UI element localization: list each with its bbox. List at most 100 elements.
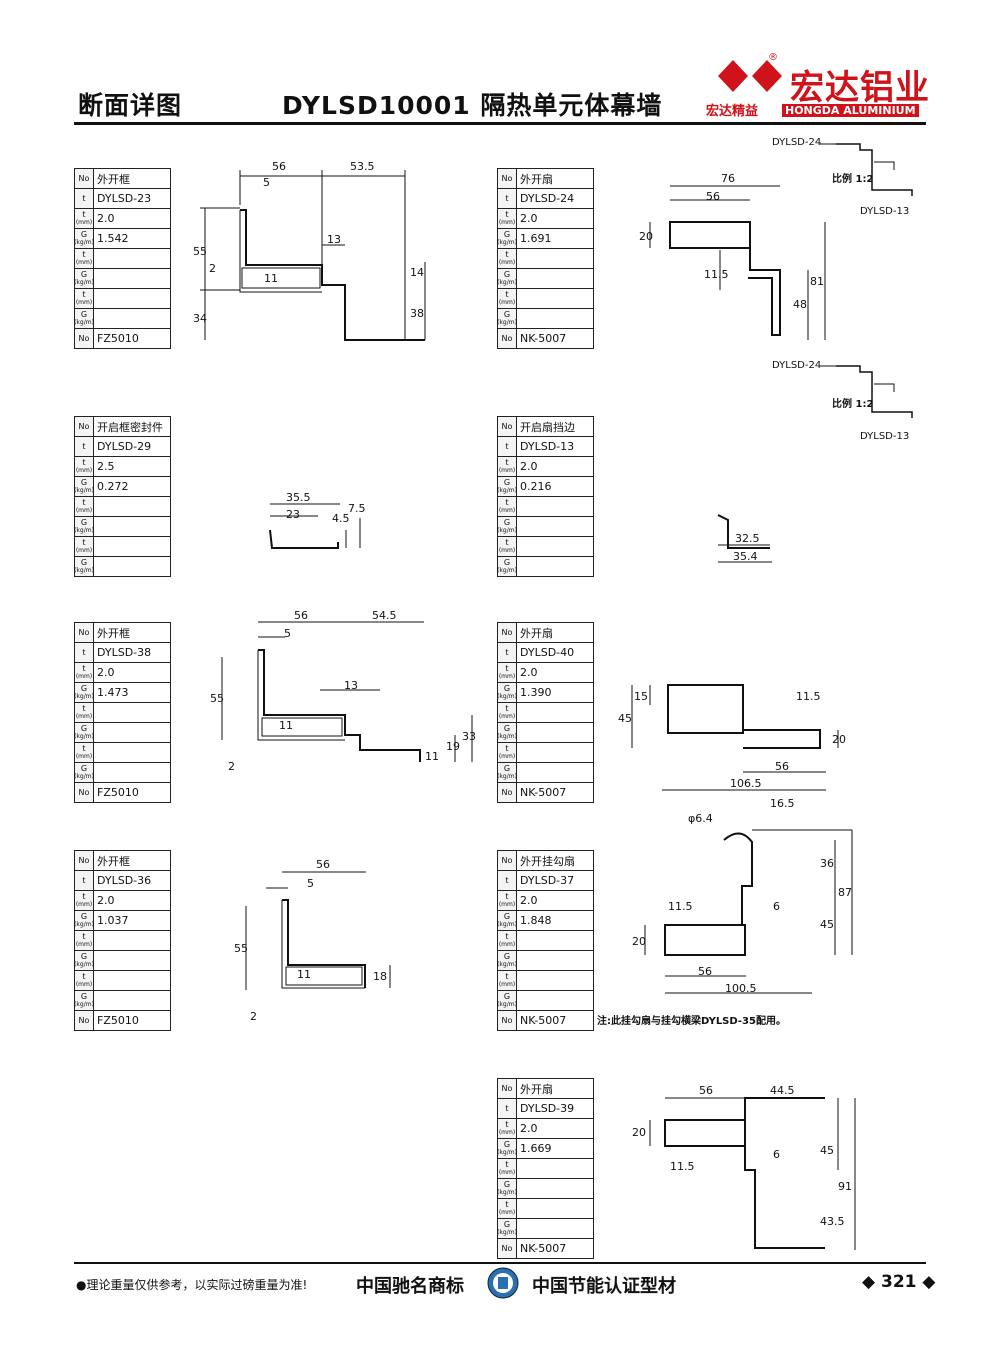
weight-icon: G(kg/m) [74, 683, 94, 702]
empty-icon: G(kg/m) [74, 557, 94, 576]
dimension-label: 2 [228, 760, 235, 773]
empty-icon: G(kg/m) [74, 269, 94, 288]
dimension-label: 76 [721, 172, 735, 185]
empty-icon: G(kg/m) [74, 723, 94, 742]
dimension-label: 6 [773, 1148, 780, 1161]
page-number: ◆ 321 ◆ [862, 1272, 936, 1292]
dimension-label: 45 [820, 1144, 834, 1157]
thickness-icon: t(mm) [75, 457, 94, 476]
dimension-label: 18 [373, 970, 387, 983]
empty-icon: t(mm) [75, 289, 94, 308]
dimension-label: 2 [250, 1010, 257, 1023]
spec-thickness: 2.5 [97, 460, 115, 473]
dimension-label: 2 [209, 262, 216, 275]
empty-icon: G(kg/m) [497, 517, 517, 536]
dimension-label: 13 [344, 679, 358, 692]
dimension-label: 35.4 [733, 550, 758, 563]
dimension-label: 56 [706, 190, 720, 203]
dimension-label: 44.5 [770, 1084, 795, 1097]
callout-detail-bottom [820, 365, 913, 418]
logo-english: HONGDA ALUMINIUM [782, 104, 919, 117]
profile-drawing-dylsd-29 [269, 503, 361, 549]
name-icon: No [498, 417, 517, 436]
empty-icon: G(kg/m) [497, 557, 517, 576]
weight-icon: G(kg/m) [497, 911, 517, 930]
model-icon: No [498, 783, 517, 802]
dimension-label: 56 [698, 965, 712, 978]
dimension-label: 100.5 [725, 982, 757, 995]
spec-thickness: 2.0 [520, 212, 538, 225]
spec-weight: 1.848 [520, 914, 552, 927]
callout-scale-2: 比例 1:2 [832, 399, 874, 410]
name-icon: No [498, 169, 517, 188]
callout-label-d13: DYLSD-13 [860, 206, 910, 217]
spec-code: DYLSD-39 [520, 1102, 575, 1115]
spec-name: 外开扇 [520, 172, 553, 186]
spec-name: 外开框 [97, 854, 130, 868]
empty-icon: G(kg/m) [497, 763, 517, 782]
thickness-icon: t(mm) [498, 457, 517, 476]
spec-model: NK-5007 [520, 1242, 567, 1255]
weight-icon: G(kg/m) [74, 229, 94, 248]
footnote: 注:此挂勾扇与挂勾横梁DYLSD-35配用。 [597, 1016, 786, 1027]
weight-icon: G(kg/m) [497, 1139, 517, 1158]
empty-icon: t(mm) [498, 497, 517, 516]
empty-icon: t(mm) [75, 971, 94, 990]
profile-drawing-dylsd-24 [649, 185, 826, 340]
logo-subtext: 宏达精益 [706, 104, 759, 119]
spec-weight: 0.216 [520, 480, 552, 493]
code-icon: t [498, 871, 517, 890]
dimension-label: 36 [820, 857, 834, 870]
dimension-label: 14 [410, 266, 424, 279]
dimension-label: 20 [632, 1126, 646, 1139]
callout-scale: 比例 1:2 [832, 174, 874, 185]
dimension-label: 91 [838, 1180, 852, 1193]
name-icon: No [75, 623, 94, 642]
section-label: 断面详图 [78, 91, 183, 120]
dimension-label: 55 [234, 942, 248, 955]
spec-model: NK-5007 [520, 1014, 567, 1027]
spec-model: NK-5007 [520, 332, 567, 345]
spec-name: 外开挂勾扇 [520, 854, 575, 868]
empty-icon: t(mm) [498, 1199, 517, 1218]
dimension-label: 35.5 [286, 491, 311, 504]
dimension-label: 11 [425, 750, 439, 763]
spec-code: DYLSD-37 [520, 874, 575, 887]
dimension-label: 13 [327, 233, 341, 246]
spec-model: FZ5010 [97, 332, 139, 345]
profile-drawing-dylsd-13 [717, 514, 772, 563]
empty-icon: G(kg/m) [497, 269, 517, 288]
dimension-label: 20 [832, 733, 846, 746]
thickness-icon: t(mm) [75, 891, 94, 910]
spec-thickness: 2.0 [520, 1122, 538, 1135]
empty-icon: t(mm) [498, 703, 517, 722]
spec-name: 开启扇挡边 [520, 420, 575, 434]
dimension-label: 54.5 [372, 609, 397, 622]
dimension-label: 32.5 [735, 532, 760, 545]
dimension-label: 55 [210, 692, 224, 705]
dimension-label: 20 [639, 230, 653, 243]
empty-icon: G(kg/m) [74, 309, 94, 328]
dimension-label: 4.5 [332, 512, 350, 525]
thickness-icon: t(mm) [498, 891, 517, 910]
spec-code: DYLSD-40 [520, 646, 575, 659]
empty-icon: G(kg/m) [74, 991, 94, 1010]
spec-model: NK-5007 [520, 786, 567, 799]
thickness-icon: t(mm) [498, 209, 517, 228]
dimension-label: 34 [193, 312, 207, 325]
empty-icon: G(kg/m) [74, 763, 94, 782]
empty-icon: G(kg/m) [497, 951, 517, 970]
empty-icon: t(mm) [498, 249, 517, 268]
spec-thickness: 2.0 [520, 460, 538, 473]
model-icon: No [498, 329, 517, 348]
dimension-label: 5 [307, 877, 314, 890]
dimension-label: 56 [699, 1084, 713, 1097]
callout-label-d24-2: DYLSD-24 [772, 360, 822, 371]
code-icon: t [75, 437, 94, 456]
dimension-label: 16.5 [770, 797, 795, 810]
